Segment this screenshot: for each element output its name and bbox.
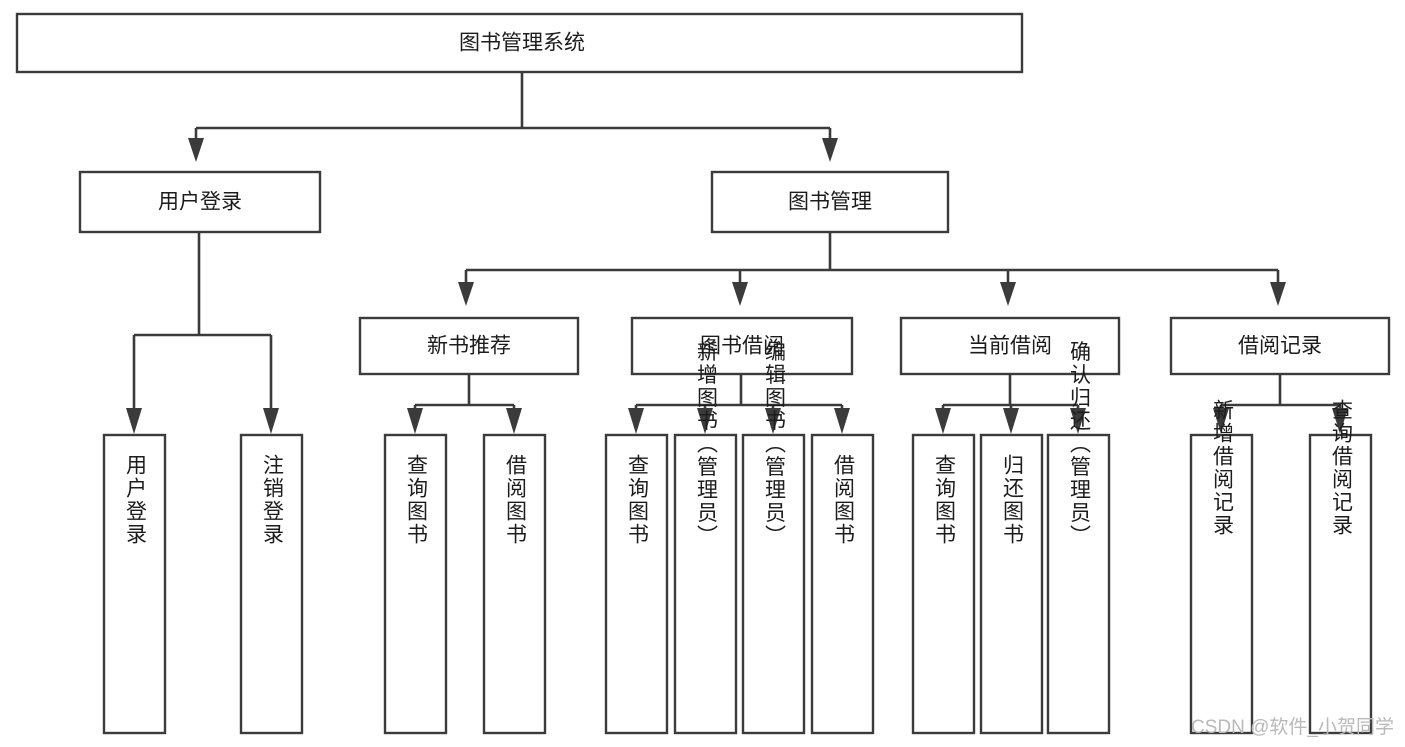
leaf-current-borrow-2-label: 确认归还（管理员）: [1068, 341, 1092, 548]
connector-group-user-login: [126, 232, 279, 434]
leaf-node[interactable]: 借阅图书: [482, 433, 547, 735]
leaf-node[interactable]: 借阅图书: [810, 433, 875, 735]
node-current-borrow[interactable]: 当前借阅: [899, 316, 1121, 376]
node-new-book-recommend-box[interactable]: [358, 316, 580, 376]
arrow-head-leaf-current-borrow-0: [935, 408, 951, 434]
arrow-head-leaf-new-book-0: [407, 408, 423, 434]
leaf-book-borrow-3-label: 借阅图书: [832, 454, 856, 546]
arrow-head-leaf-current-borrow-2: [1070, 408, 1086, 434]
arrow-head-book-borrow: [732, 282, 748, 306]
arrow-head-leaf-book-borrow-1: [697, 408, 713, 434]
leaf-new-book-0-box[interactable]: [383, 433, 448, 735]
leaf-user-login-0-label: 用户登录: [124, 454, 148, 546]
leaf-user-login-1-label: 注销登录: [261, 454, 285, 546]
arrow-head-leaf-borrow-record-0: [1213, 408, 1229, 434]
leaf-current-borrow-2-box[interactable]: [1046, 433, 1111, 735]
node-borrow-record-box[interactable]: [1169, 316, 1391, 376]
leaf-current-borrow-1-box[interactable]: [979, 433, 1044, 735]
node-book-manage-label: 图书管理: [788, 191, 872, 214]
leaf-node[interactable]: 用户登录: [102, 433, 167, 735]
arrow-head-leaf-book-borrow-2: [765, 408, 781, 434]
node-current-borrow-box[interactable]: [899, 316, 1121, 376]
arrow-head-borrow-record: [1270, 282, 1286, 306]
connector-group-book-borrow: [628, 374, 850, 434]
arrow-head-user-login: [188, 138, 204, 162]
leaf-new-book-1-label: 借阅图书: [504, 454, 528, 546]
leaf-borrow-record-0-box[interactable]: [1189, 433, 1254, 735]
leaf-book-borrow-0-label: 查询图书: [626, 454, 650, 546]
connector-group-root: [188, 72, 838, 162]
arrow-head-book-manage: [822, 138, 838, 162]
leaf-borrow-record-1-label: 查询借阅记录: [1330, 399, 1354, 537]
leaf-node[interactable]: 编辑图书（管理员）: [741, 341, 806, 735]
node-book-manage-box[interactable]: [710, 170, 950, 234]
leaf-node[interactable]: 查询图书: [911, 433, 976, 735]
node-new-book-recommend-label: 新书推荐: [427, 335, 511, 358]
node-user-login[interactable]: 用户登录: [78, 170, 322, 234]
leaf-book-borrow-3-box[interactable]: [810, 433, 875, 735]
connector-group-new-book: [407, 374, 522, 434]
node-current-borrow-label: 当前借阅: [968, 335, 1052, 358]
leaf-current-borrow-0-label: 查询图书: [933, 454, 957, 546]
node-book-borrow-box[interactable]: [630, 316, 854, 376]
node-book-borrow-label: 图书借阅: [700, 335, 784, 358]
arrow-head-leaf-user-login-0: [126, 408, 142, 434]
leaf-node[interactable]: 查询借阅记录: [1308, 399, 1373, 735]
leaf-node[interactable]: 查询图书: [604, 433, 669, 735]
leaf-current-borrow-0-box[interactable]: [911, 433, 976, 735]
leaf-new-book-0-label: 查询图书: [405, 454, 429, 546]
node-borrow-record[interactable]: 借阅记录: [1169, 316, 1391, 376]
node-root-label: 图书管理系统: [459, 32, 585, 55]
arrow-head-new-book: [458, 282, 474, 306]
leaf-book-borrow-1-label: 新增图书（管理员）: [695, 341, 719, 548]
node-book-borrow[interactable]: 图书借阅: [630, 316, 854, 376]
node-new-book-recommend[interactable]: 新书推荐: [358, 316, 580, 376]
leaf-book-borrow-0-box[interactable]: [604, 433, 669, 735]
arrow-head-leaf-user-login-1: [263, 408, 279, 434]
node-root-box[interactable]: [15, 12, 1024, 74]
leaf-book-borrow-2-label: 编辑图书（管理员）: [763, 341, 787, 548]
node-user-login-label: 用户登录: [158, 191, 242, 214]
arrow-head-leaf-book-borrow-3: [834, 408, 850, 434]
leaf-user-login-1-box[interactable]: [239, 433, 304, 735]
leaf-node[interactable]: 确认归还（管理员）: [1046, 341, 1111, 735]
leaf-new-book-1-box[interactable]: [482, 433, 547, 735]
arrow-head-leaf-new-book-1: [506, 408, 522, 434]
arrow-head-current-borrow: [1000, 282, 1016, 306]
leaf-node[interactable]: 新增图书（管理员）: [673, 341, 738, 735]
leaf-user-login-0-box[interactable]: [102, 433, 167, 735]
arrow-head-leaf-borrow-record-1: [1332, 408, 1348, 434]
node-book-manage[interactable]: 图书管理: [710, 170, 950, 234]
node-borrow-record-label: 借阅记录: [1238, 335, 1322, 358]
arrow-head-leaf-book-borrow-0: [628, 408, 644, 434]
leaf-node[interactable]: 新增借阅记录: [1189, 399, 1254, 735]
leaf-node[interactable]: 归还图书: [979, 433, 1044, 735]
leaf-book-borrow-2-box[interactable]: [741, 433, 806, 735]
connector-group-current-borrow: [935, 374, 1086, 434]
connector-group-book-manage: [458, 232, 1286, 306]
leaf-borrow-record-0-label: 新增借阅记录: [1211, 399, 1235, 537]
watermark-label: CSDN @软件_小贺同学: [1191, 716, 1394, 738]
connector-group-borrow-record: [1213, 374, 1348, 434]
leaf-book-borrow-1-box[interactable]: [673, 433, 738, 735]
leaf-borrow-record-1-box[interactable]: [1308, 433, 1373, 735]
leaf-current-borrow-1-label: 归还图书: [1001, 454, 1025, 546]
node-root[interactable]: 图书管理系统: [15, 12, 1024, 74]
node-user-login-box[interactable]: [78, 170, 322, 234]
arrow-head-leaf-current-borrow-1: [1003, 408, 1019, 434]
leaf-node[interactable]: 查询图书: [383, 433, 448, 735]
leaf-node[interactable]: 注销登录: [239, 433, 304, 735]
